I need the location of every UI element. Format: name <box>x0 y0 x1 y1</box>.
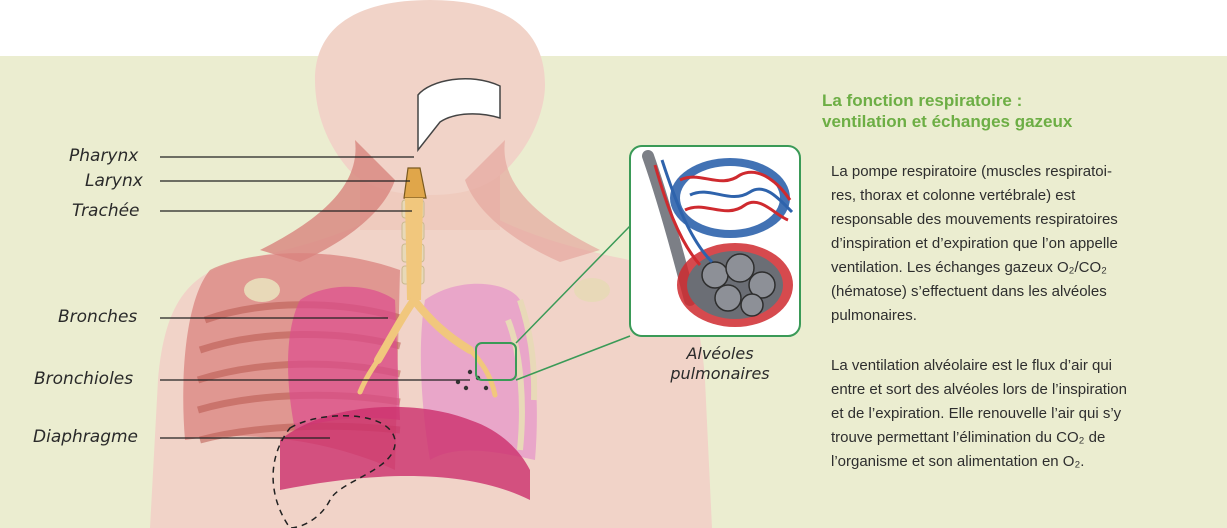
label-larynx: Larynx <box>85 171 143 191</box>
paragraph-respiratory-pump: La pompe respiratoire (muscles respirato… <box>831 160 1194 328</box>
section-title: La fonction respiratoire : ventilation e… <box>822 90 1194 132</box>
p2-line: et de l’expiration. Elle renouvelle l’ai… <box>831 402 1194 426</box>
p1-line: responsable des mouvements respiratoires <box>831 208 1194 232</box>
label-trachee: Trachée <box>72 201 140 221</box>
p1-line: La pompe respiratoire (muscles respirato… <box>831 160 1194 184</box>
label-pharynx: Pharynx <box>69 146 138 166</box>
text-column: La fonction respiratoire : ventilation e… <box>822 90 1194 132</box>
trachea <box>405 198 423 300</box>
paragraph-alveolar-ventilation: La ventilation alvéolaire est le flux d’… <box>831 354 1194 474</box>
p2-line: La ventilation alvéolaire est le flux d’… <box>831 354 1194 378</box>
title-line2: ventilation et échanges gazeux <box>822 111 1194 132</box>
p1-line: res, thorax et colonne vertébrale) est <box>831 184 1194 208</box>
label-bronches: Bronches <box>58 307 137 327</box>
p1-line: ventilation. Les échanges gazeux O₂/CO₂ <box>831 256 1194 280</box>
p2-line: l’organisme et son alimentation en O₂. <box>831 450 1194 474</box>
inset-caption: Alvéoles pulmonaires <box>640 344 800 384</box>
label-diaphragme: Diaphragme <box>33 427 138 447</box>
p1-line: pulmonaires. <box>831 304 1194 328</box>
p2-line: trouve permettant l’élimination du CO₂ d… <box>831 426 1194 450</box>
inset-caption-line2: pulmonaires <box>640 364 800 384</box>
inset-caption-line1: Alvéoles <box>640 344 800 364</box>
title-line1: La fonction respiratoire : <box>822 90 1194 111</box>
label-bronchioles: Bronchioles <box>34 369 133 389</box>
p1-line: (hématose) s’effectuent dans les alvéole… <box>831 280 1194 304</box>
p2-line: entre et sort des alvéoles lors de l’ins… <box>831 378 1194 402</box>
p1-line: d’inspiration et d’expiration que l’on a… <box>831 232 1194 256</box>
